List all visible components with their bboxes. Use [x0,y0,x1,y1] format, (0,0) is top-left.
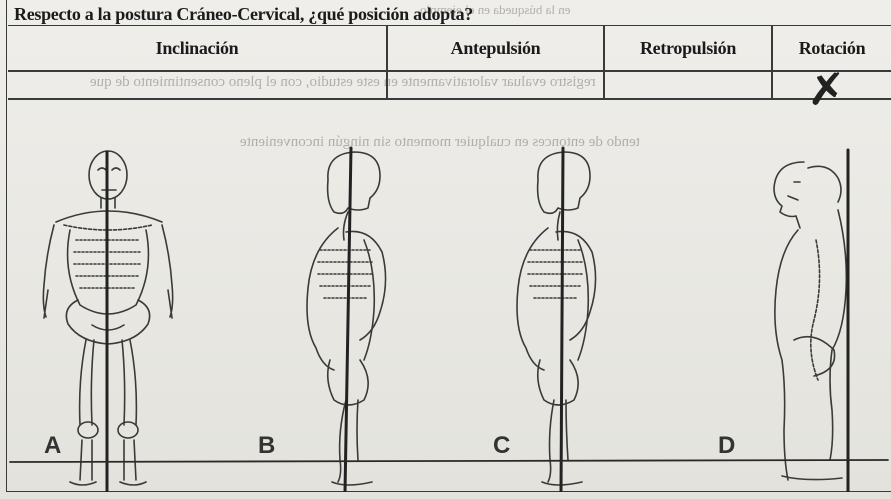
posture-figures: A B C D [8,100,891,492]
options-table: Inclinación Antepulsión Retropulsión Rot… [8,26,891,100]
posture-figures-drawing [8,100,891,492]
option-inclinacion[interactable]: Inclinación [8,26,386,70]
figure-label-d: D [718,432,735,460]
options-row-divider [8,70,891,72]
option-retropulsion[interactable]: Retropulsión [605,26,771,70]
figure-label-b: B [258,432,275,460]
option-antepulsion[interactable]: Antepulsión [388,26,603,70]
option-rotacion[interactable]: Rotación [773,26,891,70]
plumb-lines [107,148,848,492]
figure-label-c: C [493,432,510,460]
ground-line [10,460,888,462]
figure-d-outline [774,162,846,480]
figure-c-skeleton [517,152,596,485]
figure-label-a: A [44,432,61,460]
question-heading: Respecto a la postura Cráneo-Cervical, ¿… [8,2,891,26]
